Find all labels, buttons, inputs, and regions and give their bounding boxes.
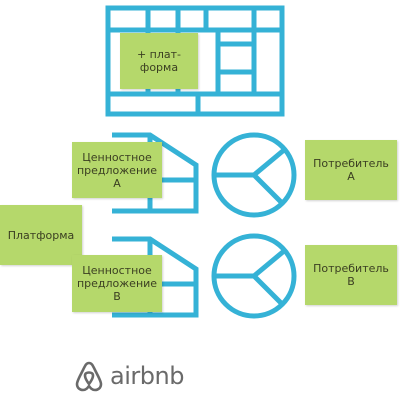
note-value-proposition-a: Ценностное предложение А [72, 142, 162, 198]
airbnb-belo-icon [75, 361, 103, 392]
note-consumer-b: Потребитель В [305, 245, 397, 305]
note-consumer-a: Потребитель А [305, 140, 397, 200]
note-platform-plus-text: + плат- форма [136, 48, 182, 74]
note-platform: Платформа [0, 205, 82, 265]
airbnb-wordmark: airbnb [110, 362, 184, 390]
note-platform-text: Платформа [7, 228, 75, 242]
note-consumer-b-text: Потребитель В [313, 262, 389, 288]
customer-circle-a [211, 132, 297, 218]
note-consumer-a-text: Потребитель А [313, 157, 389, 183]
airbnb-logo: airbnb [74, 360, 184, 392]
note-value-proposition-a-text: Ценностное предложение А [76, 150, 158, 190]
note-value-proposition-b: Ценностное предложение В [72, 255, 162, 312]
customer-circle-b [211, 233, 297, 319]
note-platform-plus: + плат- форма [120, 33, 198, 89]
note-value-proposition-b-text: Ценностное предложение В [76, 264, 158, 303]
